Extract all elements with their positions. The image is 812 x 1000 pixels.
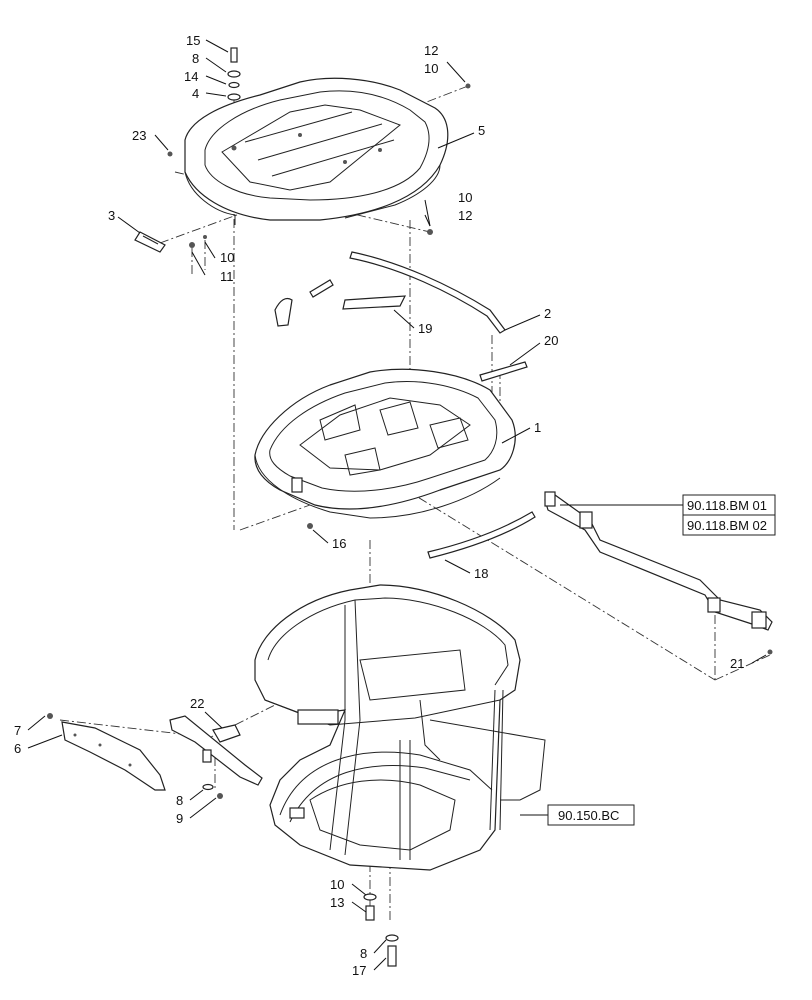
- callout-10: 10: [330, 877, 344, 892]
- callout-22: 22: [190, 696, 204, 711]
- callout-11: 11: [220, 269, 234, 284]
- handrail: [544, 491, 773, 655]
- callout-10: 10: [458, 190, 472, 205]
- callout-18: 18: [474, 566, 488, 581]
- callout-labels: 15 8 14 4 23 12 10 5 10 12 3 10 11 19 2 …: [14, 33, 744, 978]
- callout-9: 9: [176, 811, 183, 826]
- callout-21: 21: [730, 656, 744, 671]
- callout-20: 20: [544, 333, 558, 348]
- callout-7: 7: [14, 723, 21, 738]
- callout-8: 8: [192, 51, 199, 66]
- callout-17: 17: [352, 963, 366, 978]
- callout-8: 8: [360, 946, 367, 961]
- ref-box-90-150-bc: [547, 804, 635, 826]
- callout-13: 13: [330, 895, 344, 910]
- callout-23: 23: [132, 128, 146, 143]
- callout-10: 10: [424, 61, 438, 76]
- cab-frame: [254, 584, 546, 871]
- bottom-hardware: [363, 893, 399, 967]
- seal-strips: [274, 251, 528, 382]
- callout-6: 6: [14, 741, 21, 756]
- trim-left: [47, 713, 263, 799]
- ref-90-150-bc: 90.150.BC: [558, 808, 619, 823]
- roof-cover: [184, 77, 449, 225]
- roof-hardware: [134, 47, 471, 253]
- callout-4: 4: [192, 86, 199, 101]
- callout-19: 19: [418, 321, 432, 336]
- ref-box-bottom: [682, 514, 776, 536]
- reference-boxes: 90.118.BM 01 90.118.BM 02 90.150.BC: [547, 494, 776, 826]
- callout-12: 12: [458, 208, 472, 223]
- callout-12: 12: [424, 43, 438, 58]
- callout-1: 1: [534, 420, 541, 435]
- callout-5: 5: [478, 123, 485, 138]
- seal-18: [427, 511, 536, 559]
- callout-16: 16: [332, 536, 346, 551]
- callout-15: 15: [186, 33, 200, 48]
- ref-90-118-bm-02: 90.118.BM 02: [687, 518, 767, 533]
- headliner: [254, 368, 516, 519]
- leader-lines: [27, 39, 767, 971]
- callout-10: 10: [220, 250, 234, 265]
- callout-14: 14: [184, 69, 198, 84]
- callout-3: 3: [108, 208, 115, 223]
- ref-90-118-bm-01: 90.118.BM 01: [687, 498, 767, 513]
- callout-2: 2: [544, 306, 551, 321]
- callout-8: 8: [176, 793, 183, 808]
